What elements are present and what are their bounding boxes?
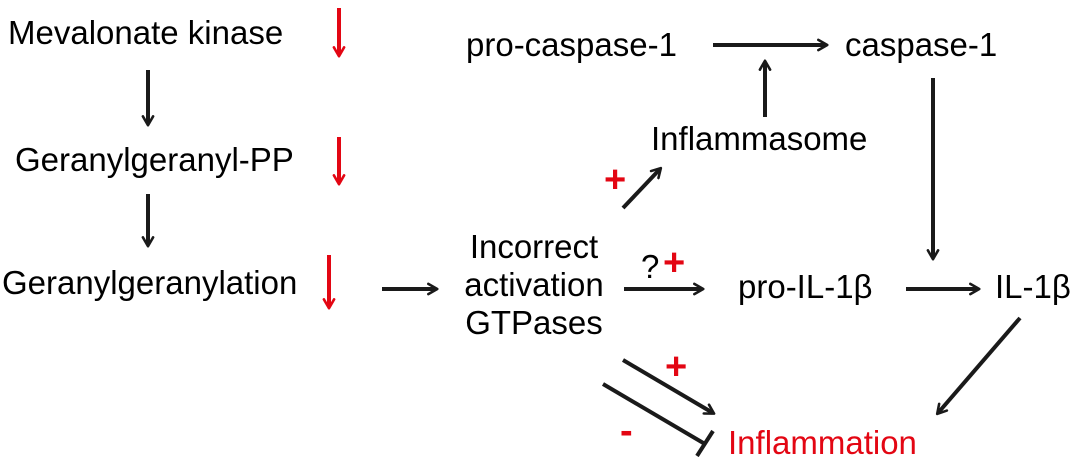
sign-plus-inflammation: + — [665, 346, 688, 388]
node-pro-il-1b: pro-IL-1β — [738, 268, 873, 305]
sign-question: ? — [641, 248, 660, 285]
node-il-1b: IL-1β — [995, 268, 1071, 305]
inhibition-gtpases-to-inflammation — [601, 382, 707, 446]
node-caspase-1: caspase-1 — [845, 26, 998, 63]
node-incorrect-activation-line3: GTPases — [465, 303, 603, 341]
inhibition-bar — [695, 429, 715, 457]
node-pro-caspase-1: pro-caspase-1 — [466, 26, 677, 63]
sign-minus-inflammation: - — [620, 410, 633, 452]
arrow-gtpases-to-inflammation — [621, 358, 716, 415]
node-geranylgeranylation: Geranylgeranylation — [2, 264, 298, 301]
node-inflammasome: Inflammasome — [651, 120, 868, 157]
node-incorrect-activation-gtpases: Incorrect activation GTPases — [452, 228, 616, 342]
node-mevalonate-kinase: Mevalonate kinase — [8, 14, 284, 51]
node-inflammation: Inflammation — [728, 424, 917, 461]
node-incorrect-activation-line1: Incorrect — [469, 228, 599, 265]
sign-plus-inflammasome: + — [604, 159, 627, 201]
node-incorrect-activation-line2: activation — [464, 265, 604, 303]
node-geranylgeranyl-pp: Geranylgeranyl-PP — [15, 141, 294, 178]
sign-plus-pro-il1b: + — [663, 242, 686, 284]
arrow-gtpases-to-inflammasome — [621, 166, 663, 210]
arrow-il1b-to-inflammation — [935, 316, 1022, 416]
